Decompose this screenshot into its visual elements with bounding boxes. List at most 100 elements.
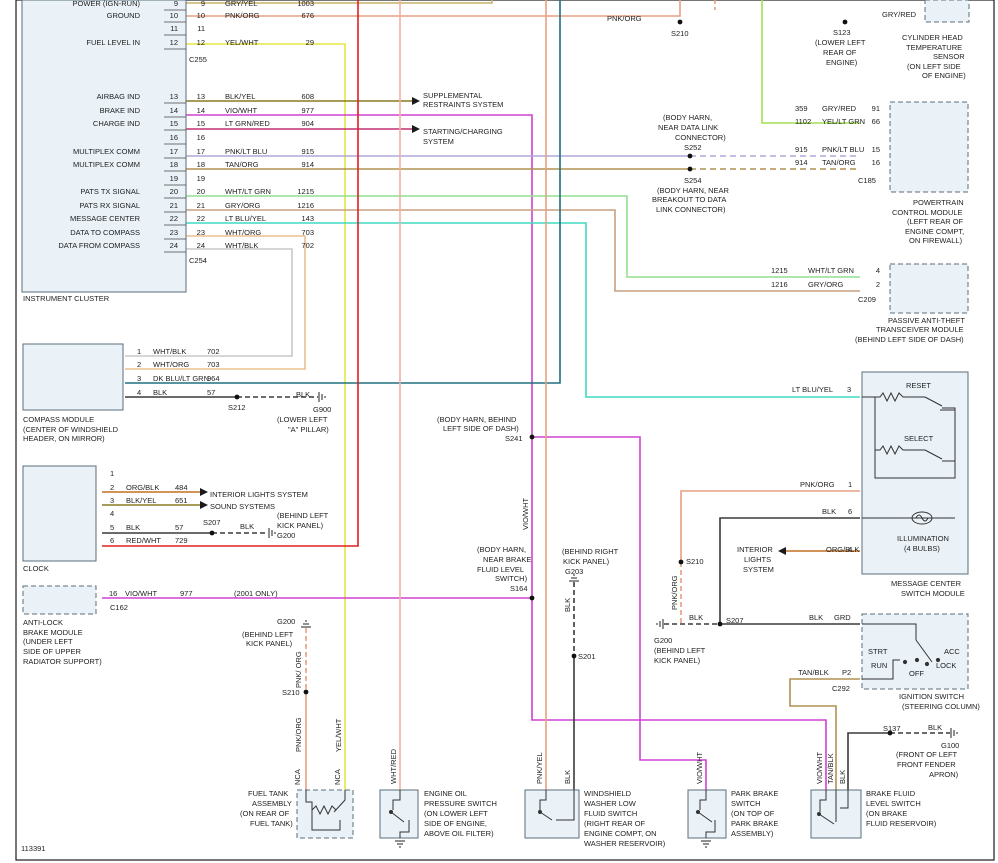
illum-label-1: ILLUMINATION xyxy=(897,534,949,543)
splice-s164 xyxy=(529,595,535,601)
compass-blk-label: BLK xyxy=(296,390,310,399)
cluster-connector-pin: 9 xyxy=(201,0,205,8)
clock-pin: 2 xyxy=(110,483,114,492)
nca1-label: NCA xyxy=(293,769,302,785)
clock-wire-color: BLK/YEL xyxy=(126,496,156,505)
compass-circuit: 702 xyxy=(207,347,220,356)
vio-wht-v3-label: VIO/WHT xyxy=(815,752,824,784)
cluster-connector-pin: 13 xyxy=(197,92,205,101)
abs-pin: 16 xyxy=(109,589,117,598)
washer-2: WASHER LOW xyxy=(584,799,637,808)
abs-name-1: ANTI-LOCK xyxy=(23,618,63,627)
document-number: 113391 xyxy=(21,844,45,853)
cluster-connector-pin: 12 xyxy=(197,38,205,47)
cluster-pin-label: PATS RX SIGNAL xyxy=(79,201,140,210)
gry-red-top-label: GRY/RED xyxy=(882,10,917,19)
abs-name-4: SIDE OF UPPER xyxy=(23,647,82,656)
compass-name-2: (CENTER OF WINDSHIELD xyxy=(23,425,119,434)
cluster-pin-number: 15 xyxy=(170,119,178,128)
compass-pin: 3 xyxy=(137,374,141,383)
diagram-frame xyxy=(15,0,995,861)
cluster-pin-label: POWER (IGN-RUN) xyxy=(73,0,141,8)
wire-pnk-org-top xyxy=(186,0,681,17)
kick-note-2: KICK PANEL) xyxy=(277,521,324,530)
cluster-wire-color: LT GRN/RED xyxy=(225,119,270,128)
blk-mid-label: BLK xyxy=(689,613,703,622)
cluster-circuit: 702 xyxy=(301,241,314,250)
cluster-pin-label: FUEL LEVEL IN xyxy=(86,38,140,47)
s252-label: S252 xyxy=(684,143,702,152)
cluster-circuit: 915 xyxy=(301,147,314,156)
ground-icon xyxy=(301,620,311,628)
oil-4: SIDE OF ENGINE, xyxy=(424,819,487,828)
srs-label-1: SUPPLEMENTAL xyxy=(423,91,482,100)
ign-conn-label: C292 xyxy=(832,684,850,693)
compass-wire-color: DK BLU/LT GRN xyxy=(153,374,209,383)
compass-name-3: HEADER, ON MIRROR) xyxy=(23,434,105,443)
srs-label-2: RESTRAINTS SYSTEM xyxy=(423,100,503,109)
cluster-pin-number: 9 xyxy=(174,0,178,8)
cluster-connector-pin: 10 xyxy=(197,11,205,20)
cluster-conn-lower: C254 xyxy=(189,256,207,265)
wire-vio-wht xyxy=(186,114,827,790)
cluster-circuit: 676 xyxy=(301,11,314,20)
cluster-name: INSTRUMENT CLUSTER xyxy=(23,294,110,303)
cluster-box xyxy=(21,0,187,293)
washer-5: ENGINE COMPT, ON xyxy=(584,829,657,838)
cluster-wire-color: WHT/ORG xyxy=(225,228,261,237)
pats-name-3: (BEHIND LEFT SIDE OF DASH) xyxy=(855,335,964,344)
s254-note-2: BREAKOUT TO DATA xyxy=(652,195,726,204)
nca2-label: NCA xyxy=(333,769,342,785)
cluster-connector-pin: 11 xyxy=(197,24,205,33)
off-label: OFF xyxy=(909,669,924,678)
cluster-connector-pin: 18 xyxy=(197,160,205,169)
ignition-contacts-icon xyxy=(862,623,941,680)
park-2: SWITCH xyxy=(731,799,761,808)
abs-conn: C162 xyxy=(110,603,128,612)
g900-label: G900 xyxy=(313,405,331,414)
mc-pnk-org-label: PNK/ORG xyxy=(800,480,835,489)
cluster-wire-color: GRY/ORG xyxy=(225,201,260,210)
pcm-name-5: ON FIREWALL) xyxy=(909,236,963,245)
pcm-circuit: 1102 xyxy=(795,117,811,126)
bfl-2: LEVEL SWITCH xyxy=(866,799,921,808)
pats-name-2: TRANSCEIVER MODULE xyxy=(876,325,964,334)
cluster-connector-pin: 17 xyxy=(197,147,205,156)
select-label: SELECT xyxy=(904,434,934,443)
cluster-connector-pin: 20 xyxy=(197,187,205,196)
cyl-head-2: TEMPERATURE xyxy=(906,43,962,52)
s123-note-1: (LOWER LEFT xyxy=(815,38,866,47)
splice-s210-top xyxy=(677,19,683,25)
cluster-pin-number: 11 xyxy=(170,24,178,33)
wire-gry-org xyxy=(186,209,860,292)
clock-circuit: 651 xyxy=(175,496,188,505)
washer-6: WASHER RESERVOIR) xyxy=(584,839,666,848)
ground-icon xyxy=(268,528,276,538)
s212-label: S212 xyxy=(228,403,246,412)
s207-mid-label: S207 xyxy=(726,616,744,625)
park-4: PARK BRAKE xyxy=(731,819,778,828)
compass-pin: 4 xyxy=(137,388,141,397)
cluster-pin-label: MULTIPLEX COMM xyxy=(73,147,140,156)
int-lights2-1: INTERIOR xyxy=(737,545,773,554)
mc-blk-label: BLK xyxy=(822,507,836,516)
cluster-connector-pin: 19 xyxy=(197,174,205,183)
ignition-switch: BLK GRD TAN/BLK P2 C292 STRT RUN OFF ACC… xyxy=(798,613,980,711)
wire-gry-yel xyxy=(186,0,493,4)
oil-switch-box xyxy=(379,789,419,839)
clock-wire-color: BLK xyxy=(126,523,140,532)
s254-note-3: LINK CONNECTOR) xyxy=(656,205,726,214)
cluster-wire-color: WHT/LT GRN xyxy=(225,187,271,196)
oil-2: PRESSURE SWITCH xyxy=(424,799,497,808)
wht-red-v-label: WHT/RED xyxy=(389,748,398,784)
cluster-pin-number: 23 xyxy=(170,228,178,237)
g100-label: G100 xyxy=(941,741,959,750)
bfl-3: (ON BRAKE xyxy=(866,809,907,818)
compass-circuit: 57 xyxy=(207,388,215,397)
ign-tan-pin: P2 xyxy=(842,668,851,677)
mc-pnk-org-pin: 1 xyxy=(848,480,852,489)
reset-label: RESET xyxy=(906,381,931,390)
mc-name-1: MESSAGE CENTER xyxy=(891,579,962,588)
